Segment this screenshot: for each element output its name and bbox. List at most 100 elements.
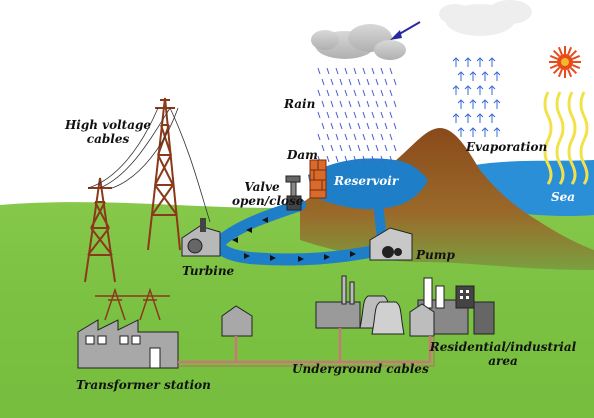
underground-cables [178, 328, 435, 367]
label-residential-industrial-area: Residential/industrial area [428, 340, 578, 368]
rain-drop [348, 100, 352, 108]
rain-drop [357, 100, 361, 108]
rain-drop [380, 89, 384, 97]
evaporation-arrow-head [488, 113, 496, 118]
rain-drop [353, 111, 357, 119]
evaporation-arrows-icon [452, 57, 501, 137]
label-line: High voltage [64, 118, 152, 132]
transformer-pylons [95, 287, 170, 321]
rain-drop [375, 122, 379, 130]
rain-drop [371, 133, 375, 141]
rain-drop [393, 78, 397, 86]
rain-drop [384, 144, 388, 152]
dam [309, 159, 327, 199]
rain-drop [339, 100, 343, 108]
evaporation-arrow-head [464, 113, 472, 118]
rain-drop [344, 111, 348, 119]
rain-drop [375, 144, 379, 152]
evaporation-arrow-head [481, 99, 489, 104]
evaporation-arrow-head [452, 85, 460, 90]
evaporation-arrow-head [469, 71, 477, 76]
rain-drop [348, 144, 352, 152]
flow-arrow [244, 253, 250, 259]
label-line: area [488, 354, 518, 368]
rain-drop [339, 144, 343, 152]
rain-drop [366, 100, 370, 108]
label-line: Valve [244, 180, 280, 194]
label-high-voltage-cables: High voltage cables [58, 118, 158, 146]
rain-drop [393, 144, 397, 152]
cloud-icon [311, 24, 406, 60]
rain-drop [366, 78, 370, 86]
rain-drop [317, 67, 321, 75]
rain-drop [335, 67, 339, 75]
rain-drop [344, 155, 348, 163]
rain-drop [389, 155, 393, 163]
label-line: cables [86, 132, 130, 146]
sun-spike [572, 64, 581, 70]
rain-drop [366, 122, 370, 130]
rain-drop [357, 122, 361, 130]
rain-drop [326, 89, 330, 97]
rain-drop [330, 100, 334, 108]
sun-ray-lines [543, 91, 589, 185]
rain-drop [362, 89, 366, 97]
rain-drop [348, 78, 352, 86]
evaporation-arrow-head [481, 127, 489, 132]
rain-drop [344, 89, 348, 97]
rain-drop [339, 78, 343, 86]
sun-spike [567, 46, 573, 55]
rain-drop [339, 122, 343, 130]
rain-drop [317, 133, 321, 141]
residential-area [409, 277, 495, 337]
evaporation-arrow-head [464, 85, 472, 90]
rain-drop [389, 133, 393, 141]
rain-drops-icon [317, 67, 397, 163]
rain-drop [353, 89, 357, 97]
rain-drop [344, 67, 348, 75]
rain-drop [375, 78, 379, 86]
rain-drop [317, 111, 321, 119]
rain-drop [393, 100, 397, 108]
sun-spike [552, 66, 561, 75]
transformer-building [77, 319, 179, 369]
label-dam: Dam [287, 148, 318, 162]
rain-drop [375, 100, 379, 108]
label-rain: Rain [284, 97, 316, 111]
tower-large [147, 97, 181, 251]
rain-drop [330, 144, 334, 152]
high-voltage-cables [87, 107, 211, 223]
sun-spike [569, 66, 578, 75]
rain-drop [380, 133, 384, 141]
evaporation-arrow-head [493, 127, 501, 132]
evaporation-arrow-head [493, 99, 501, 104]
industrial-plant [315, 275, 405, 335]
sun-spike [569, 49, 578, 58]
rain-drop [393, 122, 397, 130]
rain-drop [326, 111, 330, 119]
evaporation-arrow-head [488, 57, 496, 62]
rain-drop [371, 111, 375, 119]
rain-drop [326, 155, 330, 163]
evaporation-arrow-head [476, 85, 484, 90]
evaporation-arrow-head [464, 57, 472, 62]
label-evaporation: Evaporation [466, 140, 548, 154]
evaporation-arrow-head [452, 57, 460, 62]
rain-drop [353, 67, 357, 75]
label-turbine: Turbine [182, 264, 235, 278]
turbine-house [181, 218, 221, 257]
rain-drop [371, 89, 375, 97]
rain-drop [371, 67, 375, 75]
evaporation-arrow-head [457, 71, 465, 76]
rain-drop [380, 111, 384, 119]
cloud-icon [439, 0, 532, 36]
rain-drop [353, 155, 357, 163]
rain-drop [362, 133, 366, 141]
sun-icon [549, 46, 581, 78]
rain-drop [317, 89, 321, 97]
valve [285, 175, 302, 211]
label-line: open/close [232, 194, 304, 208]
sun-spike [552, 49, 561, 58]
label-valve: Valve open/close [232, 180, 304, 208]
